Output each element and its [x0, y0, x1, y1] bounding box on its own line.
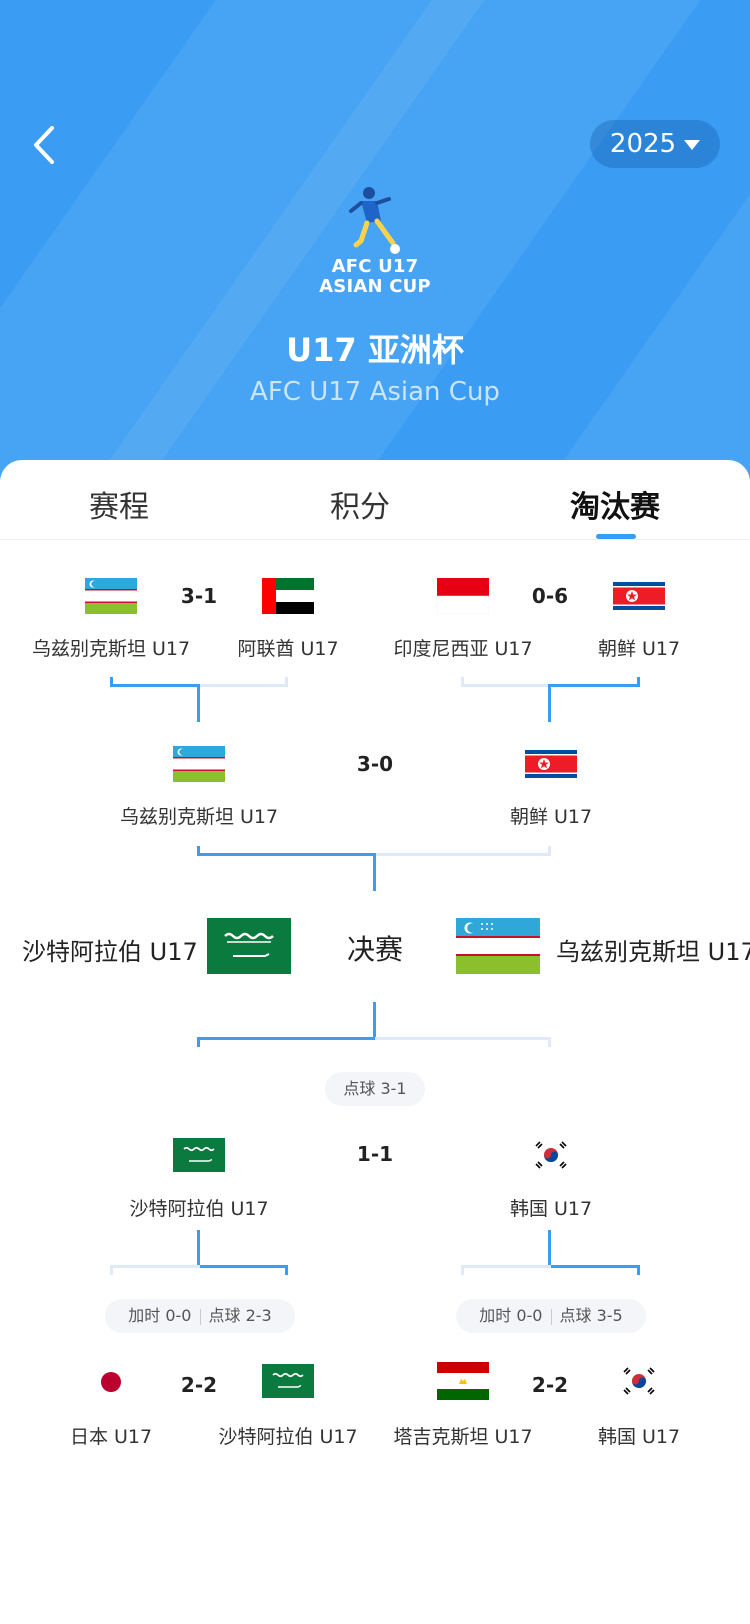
- tournament-logo: AFC U17 ASIAN CUP: [310, 185, 440, 300]
- back-arrow-icon: [34, 126, 54, 164]
- tab-bar: 赛程 积分 淘汰赛: [0, 460, 750, 540]
- bracket-line: [373, 1002, 376, 1040]
- bracket-line: [200, 684, 287, 687]
- flag-north-korea: [613, 582, 665, 610]
- team-name[interactable]: 日本 U17: [69, 1426, 153, 1448]
- bracket-line: [375, 1037, 551, 1040]
- team-name[interactable]: 印度尼西亚 U17: [393, 638, 533, 660]
- bracket-line: [548, 846, 551, 856]
- bracket-line: [548, 1037, 551, 1047]
- bracket-line: [197, 1230, 200, 1268]
- bracket-line: [461, 677, 464, 687]
- bracket-line: [110, 1265, 113, 1275]
- team-name[interactable]: 韩国 U17: [509, 1198, 593, 1220]
- tab-active-indicator: [596, 534, 636, 539]
- bracket-line: [637, 677, 640, 687]
- content-panel: 赛程 积分 淘汰赛: [0, 460, 750, 1624]
- score: 3-1: [180, 584, 218, 608]
- tab-knockout[interactable]: 淘汰赛: [570, 490, 660, 525]
- bracket-line: [285, 677, 288, 687]
- page-subtitle: AFC U17 Asian Cup: [250, 377, 500, 407]
- bracket-line: [551, 1265, 640, 1268]
- bracket-line: [110, 1265, 200, 1268]
- bracket-line: [637, 1265, 640, 1275]
- flag-north-korea: [525, 750, 577, 778]
- year-selector[interactable]: 2025: [590, 120, 720, 168]
- final-team-left[interactable]: 沙特阿拉伯 U17: [22, 938, 198, 966]
- bracket-line: [461, 1265, 464, 1275]
- team-name[interactable]: 朝鲜 U17: [509, 806, 593, 828]
- bracket-line: [197, 846, 200, 856]
- team-name[interactable]: 沙特阿拉伯 U17: [129, 1198, 269, 1220]
- flag-indonesia: [437, 578, 489, 614]
- bracket-line: [197, 853, 375, 856]
- score: 3-0: [356, 752, 394, 776]
- flag-tajikistan: [437, 1362, 489, 1400]
- flag-south-korea: [621, 1364, 657, 1398]
- team-name[interactable]: 乌兹别克斯坦 U17: [119, 806, 279, 828]
- dropdown-caret-icon: [684, 140, 701, 150]
- team-name[interactable]: 塔吉克斯坦 U17: [393, 1426, 533, 1448]
- bracket-line: [285, 1265, 288, 1275]
- flag-uae: [262, 578, 314, 614]
- bracket-line: [548, 684, 551, 722]
- team-name[interactable]: 朝鲜 U17: [597, 638, 681, 660]
- back-button[interactable]: [26, 120, 66, 170]
- flag-saudi-arabia: [207, 918, 291, 974]
- score: 1-1: [356, 1142, 394, 1166]
- bracket-line: [110, 677, 113, 687]
- bracket-line: [375, 853, 551, 856]
- score: 0-6: [531, 584, 569, 608]
- flag-uzbekistan: [85, 578, 137, 614]
- team-name[interactable]: 沙特阿拉伯 U17: [218, 1426, 358, 1448]
- player-logo-icon: [349, 187, 400, 254]
- flag-uzbekistan: [173, 746, 225, 782]
- bracket-line: [197, 684, 200, 722]
- bracket-line: [197, 1037, 375, 1040]
- bracket-line: [197, 1037, 200, 1047]
- tab-standings[interactable]: 积分: [330, 490, 390, 525]
- logo-wordmark: AFC U17 ASIAN CUP: [319, 256, 431, 297]
- bracket-line: [110, 684, 200, 687]
- score: 2-2: [180, 1373, 218, 1397]
- final-team-right[interactable]: 乌兹别克斯坦 U17: [556, 938, 750, 966]
- team-name[interactable]: 韩国 U17: [597, 1426, 681, 1448]
- bracket-line: [200, 1265, 287, 1268]
- flag-uzbekistan: [456, 918, 540, 974]
- flag-saudi-arabia: [262, 1364, 314, 1398]
- flag-japan: [88, 1364, 134, 1400]
- team-name[interactable]: 乌兹别克斯坦 U17: [31, 638, 191, 660]
- score: 2-2: [531, 1373, 569, 1397]
- team-name[interactable]: 阿联酋 U17: [237, 638, 339, 660]
- flag-saudi-arabia: [173, 1138, 225, 1172]
- year-label: 2025: [609, 129, 677, 159]
- bracket-line: [551, 684, 640, 687]
- bracket-line: [373, 853, 376, 891]
- page-title: U17 亚洲杯: [286, 331, 464, 369]
- tab-schedule[interactable]: 赛程: [89, 490, 149, 525]
- final-label: 决赛: [346, 933, 403, 966]
- penalty-note: 点球 3-1: [325, 1072, 425, 1106]
- header-banner: 2025 AFC U17 ASIAN CUP U17 亚洲杯 AFC U17 A…: [0, 0, 750, 480]
- flag-south-korea: [533, 1138, 569, 1172]
- bracket-line: [548, 1230, 551, 1268]
- bracket-line: [461, 684, 551, 687]
- bracket-line: [461, 1265, 551, 1268]
